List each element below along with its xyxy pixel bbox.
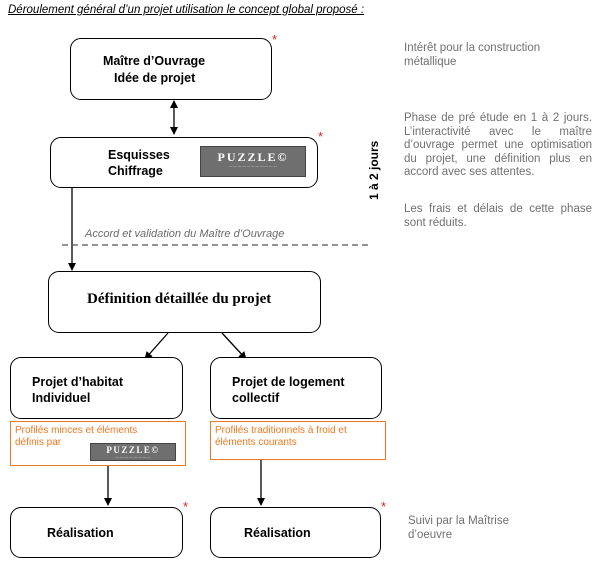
realisation-left-star: * xyxy=(183,499,189,514)
habitat-line1: Projet d’habitat xyxy=(32,375,123,389)
realisation-right-star: * xyxy=(381,499,387,514)
habitat-line2: Individuel xyxy=(32,391,91,405)
definition-habitat-arrow xyxy=(144,332,169,360)
esquisses-label: Esquisses xyxy=(108,148,170,162)
maitre-ouvrage-box: Maître d’Ouvrage Idée de projet xyxy=(70,38,272,100)
definition-label: Définition détaillée du projet xyxy=(87,291,272,307)
realisation-left-label: Réalisation xyxy=(47,526,114,540)
definition-logement-arrow xyxy=(221,332,247,360)
accord-validation-text: Accord et validation du Maître d’Ouvrage xyxy=(85,228,285,240)
realisation-right-label: Réalisation xyxy=(244,526,311,540)
puzzle-logo: PUZZLE© — — — — — — — — — — — xyxy=(200,146,306,177)
logement-box: Projet de logement collectif xyxy=(210,357,382,419)
side-note-phase: Phase de pré étude en 1 à 2 jours. L’int… xyxy=(404,112,592,178)
side-note-frais: Les frais et délais de cette phase sont … xyxy=(404,203,592,229)
puzzle-logo-small-fineprint: — — — — — — — — xyxy=(115,455,151,459)
habitat-profiles-note-box: Profilés minces et éléments définis par … xyxy=(10,421,186,466)
chiffrage-label: Chiffrage xyxy=(108,164,163,178)
puzzle-logo-text: PUZZLE© xyxy=(217,150,289,164)
puzzle-logo-small: PUZZLE© — — — — — — — — xyxy=(90,443,176,461)
duration-vertical-label: 1 à 2 jours xyxy=(367,140,381,200)
habitat-box: Projet d’habitat Individuel xyxy=(10,357,183,419)
logement-profiles-note-box: Profilés traditionnels à froid et élémen… xyxy=(210,421,386,460)
page-title: Déroulement général d’un projet utilisat… xyxy=(8,4,365,16)
puzzle-logo-fineprint: — — — — — — — — — — — xyxy=(228,164,278,168)
habitat-profiles-note: Profilés minces et éléments définis par xyxy=(15,425,138,448)
moa-star: * xyxy=(272,32,278,47)
puzzle-logo-small-text: PUZZLE© xyxy=(106,445,160,455)
realisation-left-box: Réalisation xyxy=(10,507,183,558)
realisation-right-box: Réalisation xyxy=(210,507,381,558)
esquisses-box: Esquisses Chiffrage PUZZLE© — — — — — — … xyxy=(50,137,318,188)
side-note-suivi: Suivi par la Maîtrise d’oeuvre xyxy=(408,515,509,541)
maitre-ouvrage-label: Maître d’Ouvrage xyxy=(103,54,206,68)
logement-line1: Projet de logement xyxy=(232,375,345,389)
definition-box: Définition détaillée du projet xyxy=(48,271,321,333)
idee-projet-label: Idée de projet xyxy=(114,71,196,85)
logement-profiles-note: Profilés traditionnels à froid et élémen… xyxy=(215,425,347,448)
side-note-interet: Intérêt pour la construction métallique xyxy=(404,42,541,68)
esquisses-star: * xyxy=(318,129,324,144)
logement-line2: collectif xyxy=(232,391,280,405)
